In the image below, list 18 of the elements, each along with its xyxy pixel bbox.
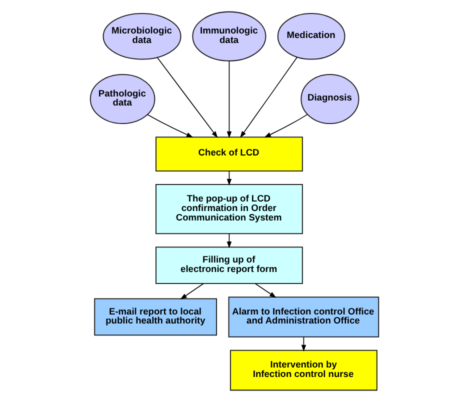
arrow (240, 56, 298, 138)
node-ellipse: Immunologic data (192, 11, 266, 62)
node-box: The pop-up of LCD confirmation in Order Communication System (155, 184, 303, 234)
node-box: Alarm to Infection control Office and Administration Office (228, 296, 380, 338)
arrow (226, 60, 232, 138)
arrow (264, 114, 308, 138)
node-box: E-mail report to local public health authority (94, 298, 218, 336)
node-ellipse: Pathologic data (90, 74, 156, 124)
node-ellipse: Diagnosis (300, 74, 360, 124)
node-ellipse: Microbiologic data (102, 13, 182, 60)
node-ellipse: Medication (277, 13, 346, 60)
arrow (156, 56, 218, 138)
arrow (180, 283, 204, 300)
node-box: Check of LCD (155, 136, 303, 172)
arrow (147, 114, 194, 138)
node-box: Filling up of electronic report form (155, 246, 303, 284)
arrow (254, 283, 276, 298)
node-box: Intervention by Infection control nurse (230, 350, 378, 391)
